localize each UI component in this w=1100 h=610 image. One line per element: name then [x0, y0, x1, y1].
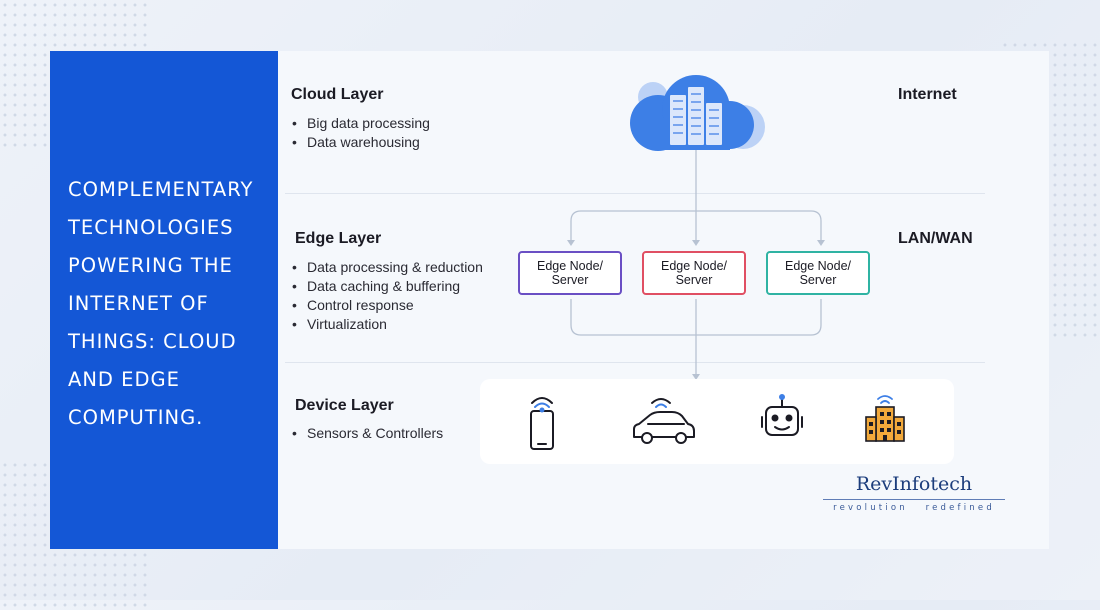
edge-node-3: Edge Node/ Server [766, 251, 870, 295]
cloud-layer-title: Cloud Layer [291, 86, 384, 103]
edge-node-1: Edge Node/ Server [518, 251, 622, 295]
cloud-layer-bullets: Big data processing Data warehousing [292, 114, 430, 152]
lan-wan-label: LAN/WAN [898, 230, 973, 247]
device-panel [480, 379, 954, 464]
device-layer-bullets: Sensors & Controllers [292, 424, 443, 443]
cloud-server-icon [630, 75, 765, 151]
smartphone-icon [530, 397, 554, 450]
layer-divider [285, 362, 985, 363]
title-panel: COMPLEMENTARY TECHNOLOGIES POWERING THE … [50, 51, 278, 549]
logo-tagline: revolution redefined [833, 503, 995, 513]
bullet-item: Big data processing [292, 114, 430, 133]
logo-name: RevInfotech [855, 473, 973, 495]
revinfotech-logo: RevInfotech revolution redefined [823, 471, 1005, 513]
edge-node-label: Edge Node/ Server [784, 259, 852, 287]
edge-layer-title: Edge Layer [295, 230, 382, 247]
bullet-item: Control response [292, 296, 483, 315]
architecture-diagram: Cloud Layer Big data processing Data war… [278, 51, 1049, 549]
bullet-item: Sensors & Controllers [292, 424, 443, 443]
edge-node-label: Edge Node/ Server [660, 259, 728, 287]
bullet-item: Data warehousing [292, 133, 430, 152]
edge-node-2: Edge Node/ Server [642, 251, 746, 295]
car-icon [633, 398, 695, 444]
bullet-item: Virtualization [292, 315, 483, 334]
bullet-item: Data caching & buffering [292, 277, 483, 296]
robot-icon [761, 394, 803, 436]
connector-lines [567, 149, 825, 380]
logo-divider [823, 499, 1005, 500]
layer-divider [285, 193, 985, 194]
building-icon [865, 395, 905, 442]
edge-layer-bullets: Data processing & reduction Data caching… [292, 258, 483, 334]
device-layer-title: Device Layer [295, 397, 394, 414]
internet-label: Internet [898, 86, 957, 103]
bullet-item: Data processing & reduction [292, 258, 483, 277]
panel-title: COMPLEMENTARY TECHNOLOGIES POWERING THE … [68, 178, 254, 429]
edge-node-label: Edge Node/ Server [536, 259, 604, 287]
